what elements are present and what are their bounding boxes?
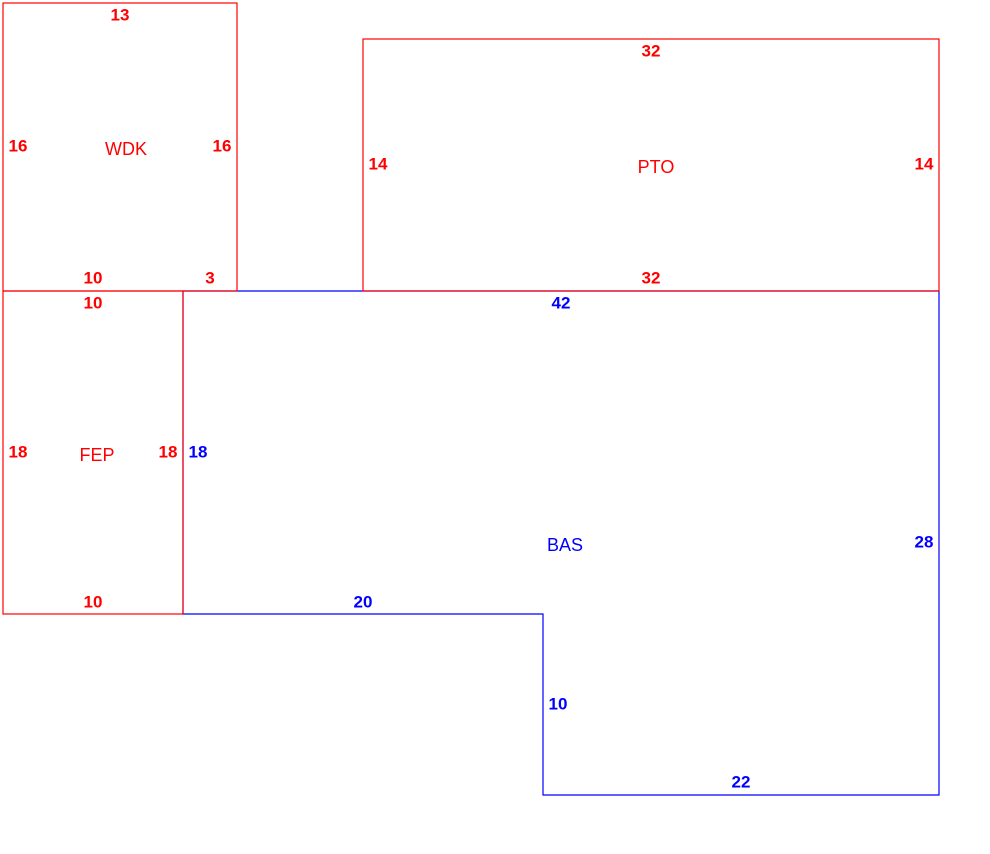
wdk-left-dim: 16 — [9, 136, 28, 155]
fep-top-dim: 10 — [84, 293, 103, 312]
pto-outline — [362, 38, 940, 292]
area-bas: BAS 42 18 28 20 10 22 — [182, 290, 940, 796]
wdk-label: WDK — [105, 139, 147, 159]
wdk-right-dim: 16 — [213, 136, 232, 155]
bas-right-dim: 28 — [915, 532, 934, 551]
bas-top-dim: 42 — [552, 293, 571, 312]
fep-label: FEP — [79, 445, 114, 465]
bas-inner-dim: 10 — [549, 694, 568, 713]
bas-bottom-right-dim: 22 — [732, 772, 751, 791]
fep-left-dim: 18 — [9, 442, 28, 461]
pto-label: PTO — [638, 157, 675, 177]
area-fep: FEP 10 18 18 10 — [2, 290, 184, 615]
wdk-top-dim: 13 — [111, 5, 130, 24]
bas-bottom-left-dim: 20 — [354, 592, 373, 611]
bas-left-dim: 18 — [189, 442, 208, 461]
pto-left-dim: 14 — [369, 154, 388, 173]
fep-right-dim: 18 — [159, 442, 178, 461]
pto-bottom-dim: 32 — [642, 268, 661, 287]
fep-outline — [2, 290, 184, 615]
pto-top-dim: 32 — [642, 41, 661, 60]
wdk-bottom-dim-a: 10 — [84, 268, 103, 287]
pto-right-dim: 14 — [915, 154, 934, 173]
fep-bottom-dim: 10 — [84, 592, 103, 611]
area-wdk: WDK 13 16 16 10 3 — [2, 2, 238, 292]
bas-label: BAS — [547, 535, 583, 555]
wdk-bottom-dim-b: 3 — [205, 268, 214, 287]
area-pto: PTO 32 14 14 32 — [362, 38, 940, 292]
